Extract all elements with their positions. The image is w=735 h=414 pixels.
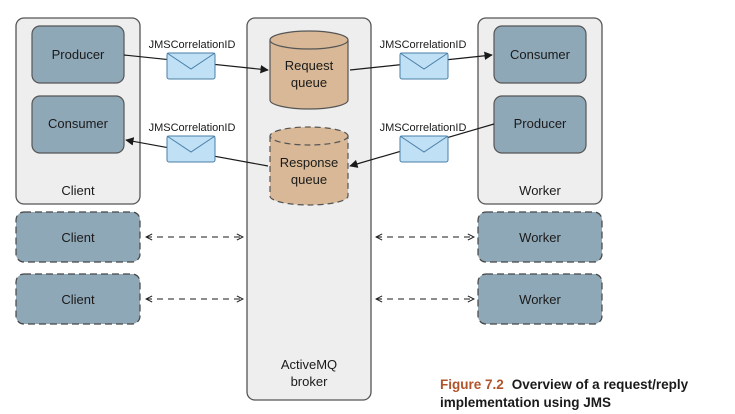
correlation-id-label: JMSCorrelationID <box>149 39 236 51</box>
response-queue-line2: queue <box>291 172 327 187</box>
worker-producer-label: Producer <box>514 116 567 131</box>
worker-label: Worker <box>519 183 561 198</box>
client-consumer-box <box>31 95 125 154</box>
extra-client-box <box>15 273 141 325</box>
client-producer-label: Producer <box>52 47 105 62</box>
envelope-icon <box>399 135 449 163</box>
extra-worker-box <box>477 273 603 325</box>
broker-label-line2: broker <box>291 374 329 389</box>
client-label: Client <box>61 183 95 198</box>
extra-worker-label: Worker <box>519 292 561 307</box>
figure-caption-text: Overview of a request/reply implementati… <box>440 377 689 410</box>
correlation-id-label: JMSCorrelationID <box>380 39 467 51</box>
broker-panel <box>246 17 372 401</box>
extra-worker-label: Worker <box>519 230 561 245</box>
extra-client-box <box>15 211 141 263</box>
worker-consumer-label: Consumer <box>510 47 571 62</box>
client-producer-box <box>31 25 125 84</box>
request-queue-line1: Request <box>285 58 334 73</box>
extra-client-label: Client <box>61 292 95 307</box>
correlation-id-label: JMSCorrelationID <box>149 122 236 134</box>
envelope-icon <box>399 52 449 80</box>
worker-consumer-box <box>493 25 587 84</box>
envelope-icon <box>166 135 216 163</box>
client-consumer-label: Consumer <box>48 116 109 131</box>
correlation-id-label: JMSCorrelationID <box>380 122 467 134</box>
broker-label-line1: ActiveMQ <box>281 357 337 372</box>
response-queue-line1: Response <box>280 155 339 170</box>
request-queue-line2: queue <box>291 75 327 90</box>
response-queue: Response queue <box>269 126 349 206</box>
extra-client-label: Client <box>61 230 95 245</box>
figure-number: Figure 7.2 <box>440 377 504 392</box>
envelope-icon <box>166 52 216 80</box>
request-queue: Request queue <box>269 30 349 110</box>
extra-worker-box <box>477 211 603 263</box>
